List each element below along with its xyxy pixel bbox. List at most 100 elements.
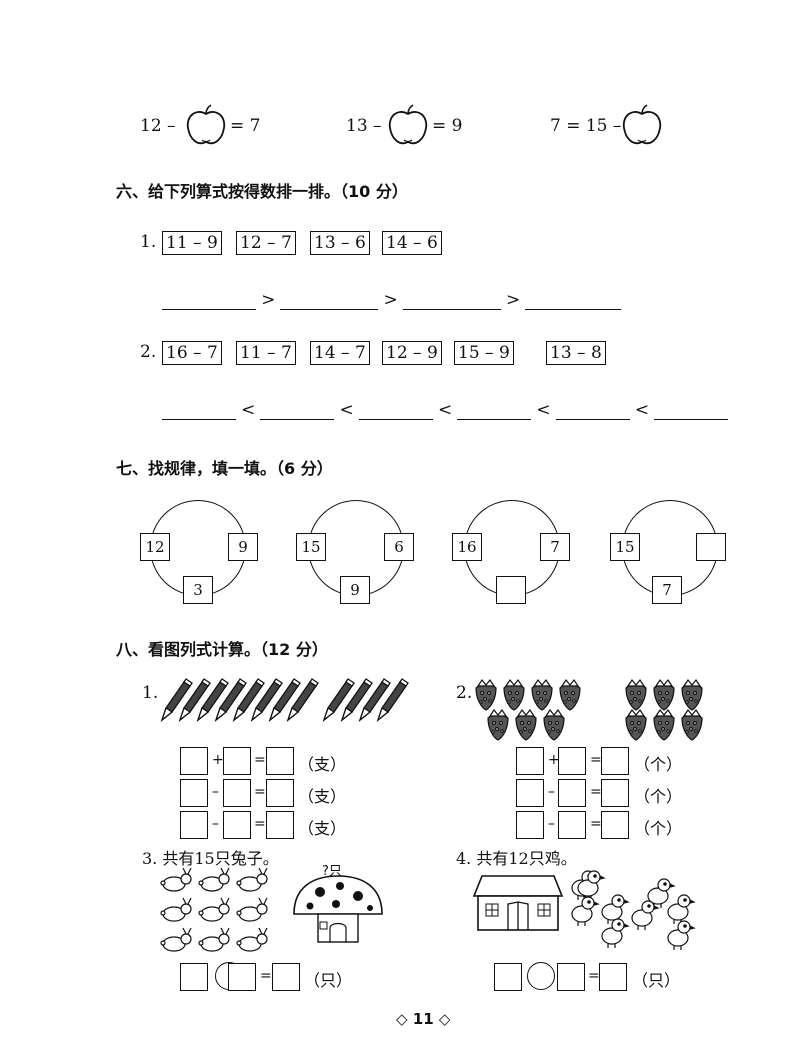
unit-label: （只） [632,971,681,990]
expression-box: 12 – 7 [236,231,296,255]
equals-sign: = [588,968,600,984]
equation-right-2: = 9 [432,116,463,136]
compare-sign: < [339,400,354,420]
question-number: 1. [140,232,157,252]
equals-sign: = [260,968,272,984]
number-box: 7 [540,533,570,561]
unit-label: （只） [304,971,353,990]
answer-box[interactable] [696,533,726,561]
number-box: 15 [610,533,640,561]
answer-box[interactable] [223,779,251,807]
unit-label: （支） [298,819,347,838]
answer-row-2: < < < < < [162,400,729,420]
answer-box[interactable] [516,811,544,839]
pencils-illustration [160,678,409,722]
equals-sign: = [254,816,266,832]
answer-box[interactable] [558,811,586,839]
compare-sign: > [505,290,521,310]
expression-box: 13 – 8 [546,341,606,365]
answer-box[interactable] [180,779,208,807]
section-title-6: 六、给下列算式按得数排一排。（10 分） [116,182,408,201]
unit-label: （个） [634,819,683,838]
number-box: 6 [384,533,414,561]
answer-blank[interactable] [555,403,630,420]
answer-box[interactable] [558,747,586,775]
section-title-8: 八、看图列式计算。（12 分） [116,640,328,659]
answer-box[interactable] [496,576,526,604]
answer-box[interactable] [557,963,585,991]
expression-box: 14 – 6 [382,231,442,255]
equation-left-3: 7 = 15 – [550,116,622,136]
expression-box: 13 – 6 [310,231,370,255]
answer-box[interactable] [228,963,256,991]
unit-label: （个） [634,787,683,806]
apple-icon [622,104,662,145]
answer-box[interactable] [601,747,629,775]
answer-blank[interactable] [654,403,729,420]
house-icon [472,875,564,931]
compare-sign: < [241,400,256,420]
equals-sign: = [254,752,266,768]
answer-box[interactable] [558,779,586,807]
compare-sign: > [261,290,276,310]
question-number: 2. [456,683,473,703]
answer-blank[interactable] [457,403,532,420]
answer-box[interactable] [272,963,300,991]
equals-sign: = [590,784,602,800]
unit-label: （支） [298,787,347,806]
answer-box[interactable] [601,779,629,807]
answer-box[interactable] [601,811,629,839]
apple-icon [388,104,428,145]
answer-blank[interactable] [280,293,379,310]
answer-box[interactable] [180,747,208,775]
equals-sign: = [590,752,602,768]
compare-sign: < [536,400,551,420]
number-box: 12 [140,533,170,561]
answer-box[interactable] [180,963,208,991]
expression-box: 16 – 7 [162,341,222,365]
unit-label: （支） [298,755,347,774]
strawberries-illustration [475,678,703,741]
question-text-4: 4. 共有12只鸡。 [456,849,577,868]
question-number: 1. [142,683,159,703]
apple-icon [186,104,226,145]
equation-right-1: = 7 [230,116,261,136]
operator-circle[interactable] [527,962,555,990]
answer-blank[interactable] [402,293,501,310]
answer-box[interactable] [516,747,544,775]
answer-box[interactable] [180,811,208,839]
answer-blank[interactable] [525,293,622,310]
equals-sign: = [254,784,266,800]
answer-box[interactable] [266,779,294,807]
equals-sign: = [590,816,602,832]
equation-left-2: 13 – [346,116,382,136]
answer-box[interactable] [266,811,294,839]
section-title-7: 七、找规律，填一填。（6 分） [116,459,333,478]
mushroom-house-icon [293,875,383,943]
answer-box[interactable] [516,779,544,807]
question-number: 2. [140,342,157,362]
number-box: 3 [183,576,213,604]
number-box: 9 [340,576,370,604]
number-box: 15 [296,533,326,561]
answer-blank[interactable] [162,403,236,420]
answer-box[interactable] [494,963,522,991]
answer-box[interactable] [223,747,251,775]
answer-box[interactable] [266,747,294,775]
answer-blank[interactable] [358,403,433,420]
plus-sign: + [212,752,224,768]
expression-box: 14 – 7 [310,341,370,365]
minus-sign: – [548,816,555,832]
minus-sign: – [548,784,555,800]
rabbits-illustration [160,868,268,952]
answer-box[interactable] [223,811,251,839]
expression-box: 15 – 9 [454,341,514,365]
page-number: ◇ 11 ◇ [396,1010,451,1028]
expression-box: 12 – 9 [382,341,442,365]
plus-sign: + [548,752,560,768]
answer-blank[interactable] [260,403,335,420]
answer-blank[interactable] [162,293,256,310]
answer-box[interactable] [599,963,627,991]
minus-sign: – [212,784,219,800]
number-box: 16 [452,533,482,561]
